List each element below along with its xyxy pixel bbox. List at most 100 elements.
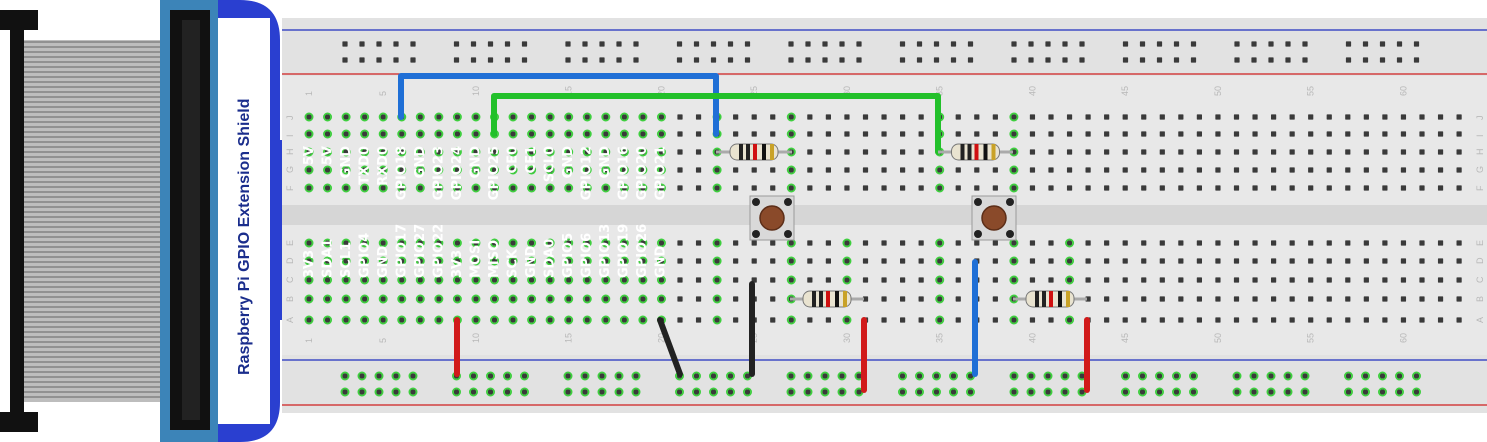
- row-letter: E: [285, 240, 295, 246]
- shield-pin-label: GND: [561, 146, 576, 179]
- column-number: 30: [842, 333, 852, 343]
- row-letter: A: [285, 317, 295, 323]
- shield-pin-label: GPIO18: [395, 146, 410, 200]
- ribbon-cable-icon: [0, 10, 166, 432]
- shield-pin-label: SDA1: [321, 239, 336, 278]
- column-number: 50: [1213, 86, 1223, 96]
- row-letter: G: [285, 166, 295, 173]
- resistor-icon: [716, 143, 792, 161]
- column-number: 15: [564, 86, 574, 96]
- shield-pin-label: GPIO26: [635, 224, 650, 278]
- column-number: 20: [656, 333, 666, 343]
- shield-pin-label: 5V: [321, 146, 336, 165]
- row-letter: J: [285, 116, 295, 121]
- resistor-icon: [790, 290, 864, 308]
- shield-pin-label: GND: [654, 245, 669, 278]
- shield-pin-label: GND: [524, 245, 539, 278]
- push-button-icon: [749, 195, 795, 241]
- column-number: 5: [378, 91, 388, 96]
- shield-pin-label: GND: [469, 146, 484, 179]
- shield-pin-label: GPIO25: [487, 146, 502, 200]
- shield-pin-label: GPIO6: [580, 233, 595, 278]
- row-letter: F: [1475, 185, 1485, 191]
- shield-pin-label: 5V: [302, 146, 317, 165]
- column-number: 40: [1027, 333, 1037, 343]
- row-letter: D: [1475, 257, 1485, 264]
- column-number: 50: [1213, 333, 1223, 343]
- column-number: 55: [1306, 333, 1316, 343]
- shield-pin-label: CE1: [524, 146, 539, 173]
- shield-pin-label: GPIO21: [654, 146, 669, 200]
- column-number: 45: [1120, 86, 1130, 96]
- row-letter: I: [285, 134, 295, 137]
- shield-pin-label: SCK: [506, 248, 521, 278]
- row-letter: G: [1475, 166, 1485, 173]
- shield-pin-label: GPIO13: [598, 224, 613, 278]
- shield-pin-label: SCL0: [543, 146, 558, 182]
- row-letter: B: [285, 296, 295, 302]
- shield-title: Raspberry Pi GPIO Extension Shield: [236, 98, 253, 375]
- resistor-icon: [938, 143, 1013, 161]
- column-number: 10: [471, 86, 481, 96]
- column-number: 10: [471, 333, 481, 343]
- column-number: 1: [304, 91, 314, 96]
- row-letter: C: [1475, 276, 1485, 283]
- row-letter: E: [1475, 240, 1485, 246]
- column-number: 60: [1398, 333, 1408, 343]
- row-letter: I: [1475, 134, 1485, 137]
- column-number: 45: [1120, 333, 1130, 343]
- column-number: 35: [935, 333, 945, 343]
- row-letter: D: [285, 257, 295, 264]
- column-number: 55: [1306, 86, 1316, 96]
- shield-pin-label: GPIO17: [395, 224, 410, 278]
- row-letter: J: [1475, 116, 1485, 121]
- row-letter: C: [285, 276, 295, 283]
- jumper-wire-icon: [398, 73, 719, 137]
- row-letter: B: [1475, 296, 1485, 302]
- shield-pin-label: GPIO5: [561, 233, 576, 278]
- shield-pin-label: GPIO22: [432, 224, 447, 278]
- shield-pin-label: GPIO12: [580, 146, 595, 200]
- shield-pin-label: GPIO27: [413, 224, 428, 278]
- shield-pin-label: GND: [339, 146, 354, 179]
- row-letter: A: [1475, 317, 1485, 323]
- shield-pin-label: 3V3: [450, 250, 465, 278]
- column-number: 30: [842, 86, 852, 96]
- shield-pin-label: MOSI: [469, 240, 484, 278]
- column-number: 35: [935, 86, 945, 96]
- column-number: 15: [564, 333, 574, 343]
- shield-pin-label: TXD0: [358, 146, 373, 185]
- column-number: 20: [656, 86, 666, 96]
- shield-pin-label: GPIO23: [432, 146, 447, 200]
- jumper-wires: [398, 73, 1090, 393]
- shield-pin-label: GND: [413, 146, 428, 179]
- jumper-wire-icon: [657, 317, 683, 377]
- shield-pin-label: SDA0: [543, 239, 558, 278]
- shield-pin-label: GPIO24: [450, 146, 465, 200]
- column-number: 1: [304, 338, 314, 343]
- column-number: 5: [378, 338, 388, 343]
- column-number: 40: [1027, 86, 1037, 96]
- shield-pin-label: 3V3: [302, 250, 317, 278]
- row-letter: H: [285, 149, 295, 156]
- shield-pin-label: MISO: [487, 240, 502, 278]
- column-number: 60: [1398, 86, 1408, 96]
- shield-pin-label: GND: [376, 245, 391, 278]
- shield-pin-label: GPIO4: [358, 233, 373, 278]
- resistor-icon: [1013, 290, 1087, 308]
- shield-pin-label: RXD0: [376, 146, 391, 186]
- row-letter: H: [1475, 149, 1485, 156]
- jumper-wire-icon: [491, 93, 941, 155]
- breadboard: 1155101015152020252530303535404045455050…: [282, 18, 1487, 413]
- row-letter: F: [285, 185, 295, 191]
- column-number: 25: [749, 86, 759, 96]
- push-button-icon: [971, 195, 1017, 241]
- shield-pin-label: GPIO19: [617, 224, 632, 278]
- shield-pin-label: GND: [598, 146, 613, 179]
- shield-pin-label: CE0: [506, 146, 521, 173]
- shield-pin-label: GPIO16: [617, 146, 632, 200]
- shield-pin-label: GPIO20: [635, 146, 650, 200]
